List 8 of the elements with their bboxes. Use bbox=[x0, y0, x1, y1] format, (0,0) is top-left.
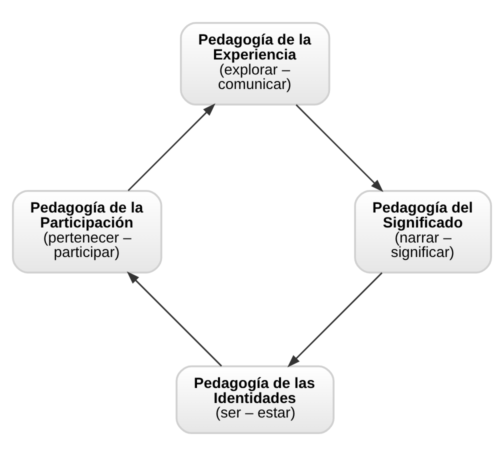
node-box: Pedagogía de la Experiencia (explorar – comunicar) bbox=[180, 22, 330, 105]
arrow bbox=[296, 104, 384, 192]
node-box: Pedagogía de la Participación (pertenecer – participar) bbox=[12, 189, 162, 273]
node-box: Pedagogía del Significado (narrar – significar) bbox=[354, 189, 492, 273]
node-box: Pedagogía de las Identidades (ser – estar) bbox=[176, 364, 335, 434]
arrow bbox=[128, 102, 216, 191]
arrow bbox=[287, 272, 382, 367]
arrow bbox=[126, 270, 222, 366]
